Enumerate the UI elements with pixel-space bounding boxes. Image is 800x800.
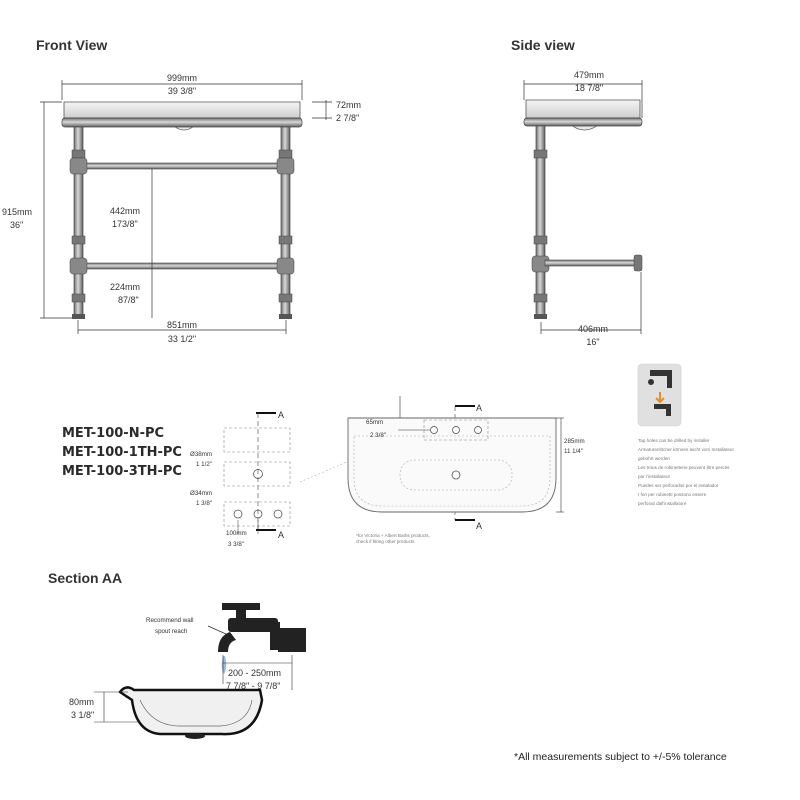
- front-view-title: Front View: [36, 37, 107, 53]
- model-2: MET-100-1TH-PC: [62, 445, 182, 460]
- section-a-bottom-plan: A: [476, 521, 482, 531]
- depth-in-label: 18 7/8": [575, 83, 603, 93]
- option-one-hole: [223, 461, 291, 487]
- hole-offset-mm: 65mm: [366, 419, 383, 426]
- plan-view: A A 65mm 2 3/8" 285mm 11 1/4" *for Victo…: [347, 396, 585, 544]
- tap-hole-note: Tap holes can be drilled by installer Ar…: [637, 363, 734, 506]
- section-aa-title: Section AA: [48, 570, 122, 586]
- model-3: MET-100-3TH-PC: [62, 464, 182, 479]
- lower-rail-mm: 224mm: [110, 282, 140, 292]
- section-a-bottom-holes: A: [278, 530, 284, 540]
- hole-34-in: 1 3/8": [196, 500, 212, 507]
- note-line-5: par l'installateur: [638, 474, 670, 479]
- note-line-8: perforati dall'installatore: [638, 501, 687, 506]
- hole-38-in: 1 1/2": [196, 461, 212, 468]
- section-depth-in: 3 1/8": [71, 710, 94, 720]
- depth-mm-label: 479mm: [574, 70, 604, 80]
- towel-in-label: 16": [586, 337, 599, 347]
- hole-spacing-mm: 100mm: [226, 530, 247, 537]
- hole-34-mm: Ø34mm: [190, 490, 212, 497]
- leg-spacing-mm: 851mm: [167, 320, 197, 330]
- section-aa: Section AA Recommend wall spout reach 20…: [48, 570, 306, 739]
- waste-outlet: [451, 470, 461, 480]
- total-height-mm: 915mm: [2, 207, 32, 217]
- front-view: Front View 999mm 39 3/8" 72mm 2 7/8": [2, 37, 361, 344]
- spout-label-1: Recommend wall: [146, 617, 193, 624]
- side-view: Side view 479mm 18 7/8" 406mm 16": [511, 37, 643, 347]
- basin-body: [63, 101, 301, 119]
- section-a-top-plan: A: [476, 403, 482, 413]
- lower-rail-in: 87/8": [118, 295, 139, 305]
- basin-plan-outline: [347, 417, 557, 513]
- model-1: MET-100-N-PC: [62, 426, 164, 441]
- rail-height-in: 173/8": [112, 219, 138, 229]
- total-height-in: 36": [10, 220, 23, 230]
- note-line-4: Les trous de robinetterie peuvent être p…: [638, 465, 730, 470]
- upper-rail: [82, 162, 282, 170]
- reach-mm-label: 200 - 250mm: [228, 668, 281, 678]
- towel-rail: [544, 259, 638, 267]
- option-no-hole: [223, 427, 291, 453]
- basin-height-mm: 72mm: [336, 100, 361, 110]
- section-a-top-holes: A: [278, 410, 284, 420]
- basin-bowl-plan: [399, 459, 513, 491]
- width-in-label: 39 3/8": [168, 86, 196, 96]
- tolerance-disclaimer: *All measurements subject to +/-5% toler…: [514, 751, 727, 763]
- note-line-2: Armaturenlöcher können leicht vom Instal…: [638, 447, 734, 452]
- basin-height-in: 2 7/8": [336, 113, 359, 123]
- basin-section: [118, 686, 264, 736]
- plan-depth-mm: 285mm: [564, 438, 585, 445]
- spout-label-2: spout reach: [155, 628, 188, 635]
- note-line-7: I fori per rubinetti possono essere: [638, 492, 707, 497]
- width-mm-label: 999mm: [167, 73, 197, 83]
- note-line-3: gebohrt werden: [638, 456, 670, 461]
- side-basin: [525, 99, 641, 119]
- rail-height-mm: 442mm: [110, 206, 140, 216]
- note-line-1: Tap holes can be drilled by installer: [638, 438, 710, 443]
- top-frame: [61, 117, 303, 128]
- plan-footnote-2: check if fitting other products: [356, 539, 415, 544]
- towel-mm-label: 406mm: [578, 324, 608, 334]
- leg-spacing-in: 33 1/2": [168, 334, 196, 344]
- reach-in-label: 7 7/8" - 9 7/8": [226, 681, 280, 691]
- option-three-hole: [223, 501, 291, 527]
- side-top-frame: [523, 117, 643, 127]
- hole-38-mm: Ø38mm: [190, 451, 212, 458]
- hole-offset-in: 2 3/8": [370, 432, 386, 439]
- plan-depth-in: 11 1/4": [564, 448, 583, 455]
- model-list: MET-100-N-PC MET-100-1TH-PC MET-100-3TH-…: [62, 426, 182, 479]
- plan-footnote-1: *for Victoria + Albert Baths products,: [356, 533, 430, 538]
- note-line-6: Puedes ser perforados por el instalador: [638, 483, 719, 488]
- lower-rail: [82, 262, 282, 270]
- tap-hole-options: A A Ø38mm 1 1/2" Ø34mm 1 3/8" 100mm 3 3/…: [190, 410, 399, 548]
- wall-spout-tap: [218, 603, 306, 652]
- section-depth-mm: 80mm: [69, 697, 94, 707]
- side-view-title: Side view: [511, 37, 575, 53]
- water-drop-icon: [221, 656, 227, 674]
- hole-spacing-in: 3 3/8": [228, 541, 244, 548]
